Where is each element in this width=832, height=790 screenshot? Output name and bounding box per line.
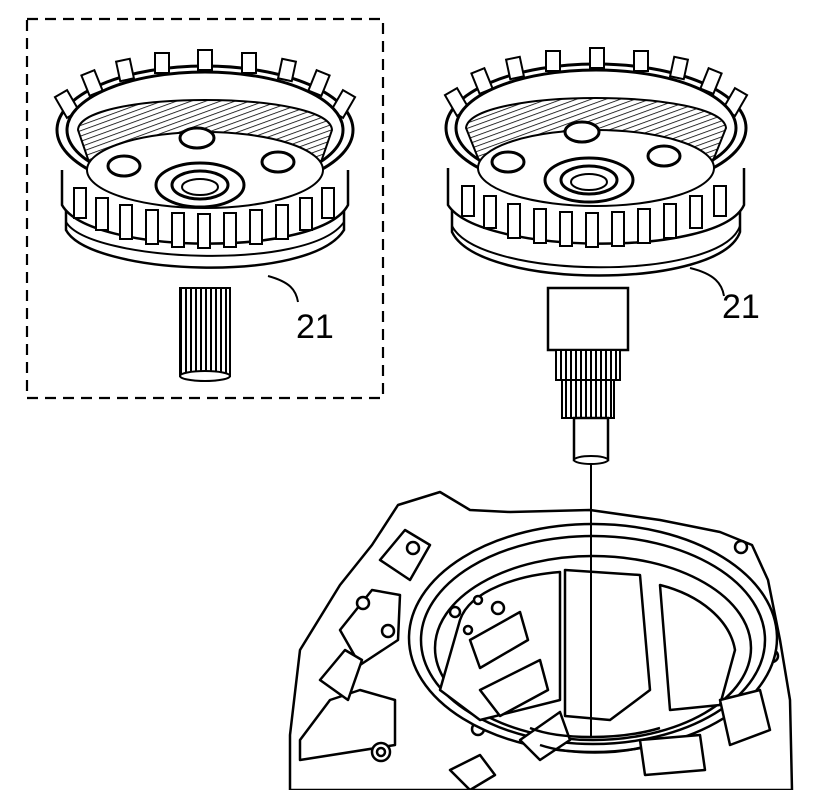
inset-reaction-drum: [53, 49, 357, 269]
transmission-case: [288, 490, 794, 790]
main-reaction-drum: [443, 47, 749, 465]
inset-leader-line: [267, 275, 299, 303]
inset-shaft: [179, 287, 231, 382]
inset-dashed-frame: [25, 17, 385, 400]
main-leader-line: [689, 267, 725, 297]
inset-view: 21: [25, 17, 385, 400]
inset-callout-number: 21: [296, 308, 334, 346]
main-callout-number: 21: [722, 288, 760, 326]
